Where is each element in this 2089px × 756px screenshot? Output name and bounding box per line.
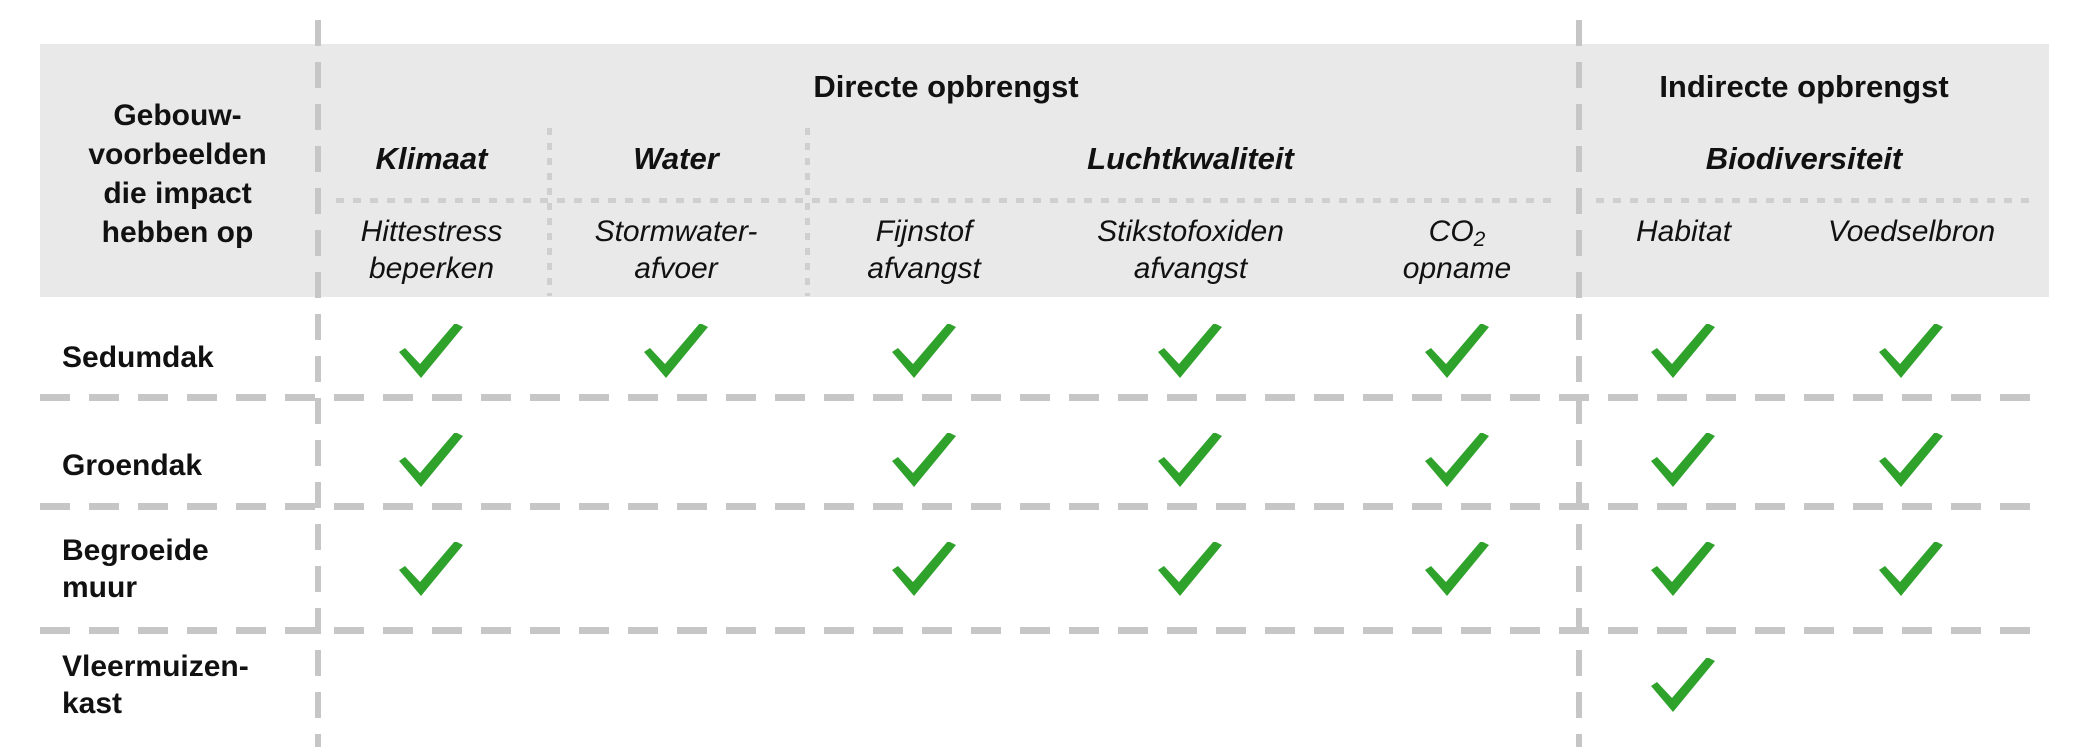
- category-header-klimaat: Klimaat: [375, 141, 488, 176]
- column-header-voedselbron: Voedselbron: [1791, 214, 2032, 251]
- check-mark-groendak-habitat: [1647, 433, 1719, 493]
- row-separator-1: [40, 394, 2049, 401]
- column-header-line1: Fijnstof: [875, 215, 973, 248]
- check-mark-sedumdak-voedselbron: [1875, 324, 1947, 384]
- row-label-sedumdak: Sedumdak: [62, 341, 214, 374]
- category-header-luchtkwaliteit: Luchtkwaliteit: [1087, 141, 1294, 176]
- check-mark-groendak-hittestress: [395, 433, 467, 493]
- group-header-indirecte-opbrengst: Indirecte opbrengst: [1659, 69, 1949, 104]
- check-mark-sedumdak-stormwater: [640, 324, 712, 384]
- column-header-line2: opname: [1402, 251, 1512, 285]
- check-mark-begroeide-muur-stikstofoxiden: [1154, 542, 1226, 602]
- check-mark-sedumdak-hittestress: [395, 324, 467, 384]
- check-mark-sedumdak-habitat: [1647, 324, 1719, 384]
- column-header-line2: afvoer: [634, 251, 718, 285]
- check-mark-begroeide-muur-hittestress: [395, 542, 467, 602]
- row-label-groendak: Groendak: [62, 449, 203, 482]
- check-mark-begroeide-muur-co2: [1421, 542, 1493, 602]
- column-header-line2: beperken: [368, 251, 495, 285]
- column-header-fijnstof-afvangst: Fijnstof afvangst: [805, 214, 1043, 288]
- check-mark-begroeide-muur-habitat: [1647, 542, 1719, 602]
- co2-subscript: 2: [1473, 228, 1486, 251]
- column-header-stormwater-afvoer: Stormwater- afvoer: [547, 214, 805, 288]
- column-header-co2-opname: CO2 opname: [1338, 214, 1576, 288]
- check-mark-groendak-stikstofoxiden: [1154, 433, 1226, 493]
- check-mark-groendak-co2: [1421, 433, 1493, 493]
- check-mark-sedumdak-co2: [1421, 324, 1493, 384]
- column-header-habitat: Habitat: [1576, 214, 1791, 251]
- check-mark-begroeide-muur-fijnstof: [888, 542, 960, 602]
- column-header-line1: CO: [1428, 215, 1474, 248]
- column-separator-klimaat-water: [547, 128, 552, 296]
- column-header-line1: Hittestress: [360, 215, 503, 248]
- group-divider-right: [1576, 20, 1582, 747]
- column-header-hittestress-beperken: Hittestress beperken: [316, 214, 547, 288]
- check-mark-groendak-voedselbron: [1875, 433, 1947, 493]
- category-header-biodiversiteit: Biodiversiteit: [1705, 141, 1903, 176]
- check-mark-sedumdak-stikstofoxiden: [1154, 324, 1226, 384]
- column-header-line2: afvangst: [867, 251, 981, 285]
- category-header-water: Water: [633, 141, 719, 176]
- group-header-directe-opbrengst: Directe opbrengst: [813, 69, 1079, 104]
- check-mark-groendak-fijnstof: [888, 433, 960, 493]
- row-separator-2: [40, 503, 2049, 510]
- column-header-stikstofoxiden-afvangst: Stikstofoxiden afvangst: [1043, 214, 1338, 288]
- group-divider-left: [315, 20, 321, 747]
- column-header-line1: Stormwater-: [594, 215, 758, 248]
- column-header-line1: Voedselbron: [1827, 215, 1996, 248]
- column-header-line1: Habitat: [1635, 215, 1732, 248]
- check-mark-vleermuizenkast-habitat: [1647, 658, 1719, 718]
- check-mark-begroeide-muur-voedselbron: [1875, 542, 1947, 602]
- column-header-line1: Stikstofoxiden: [1097, 215, 1284, 248]
- row-label-vleermuizenkast: Vleermuizen-kast: [62, 650, 249, 720]
- category-rule-direct: [336, 198, 1560, 203]
- header-band: [40, 44, 2049, 297]
- column-header-line2: afvangst: [1133, 251, 1248, 285]
- category-rule-indirect: [1596, 198, 2032, 203]
- check-mark-sedumdak-fijnstof: [888, 324, 960, 384]
- column-separator-water-lucht: [805, 128, 810, 296]
- row-separator-3: [40, 627, 2049, 634]
